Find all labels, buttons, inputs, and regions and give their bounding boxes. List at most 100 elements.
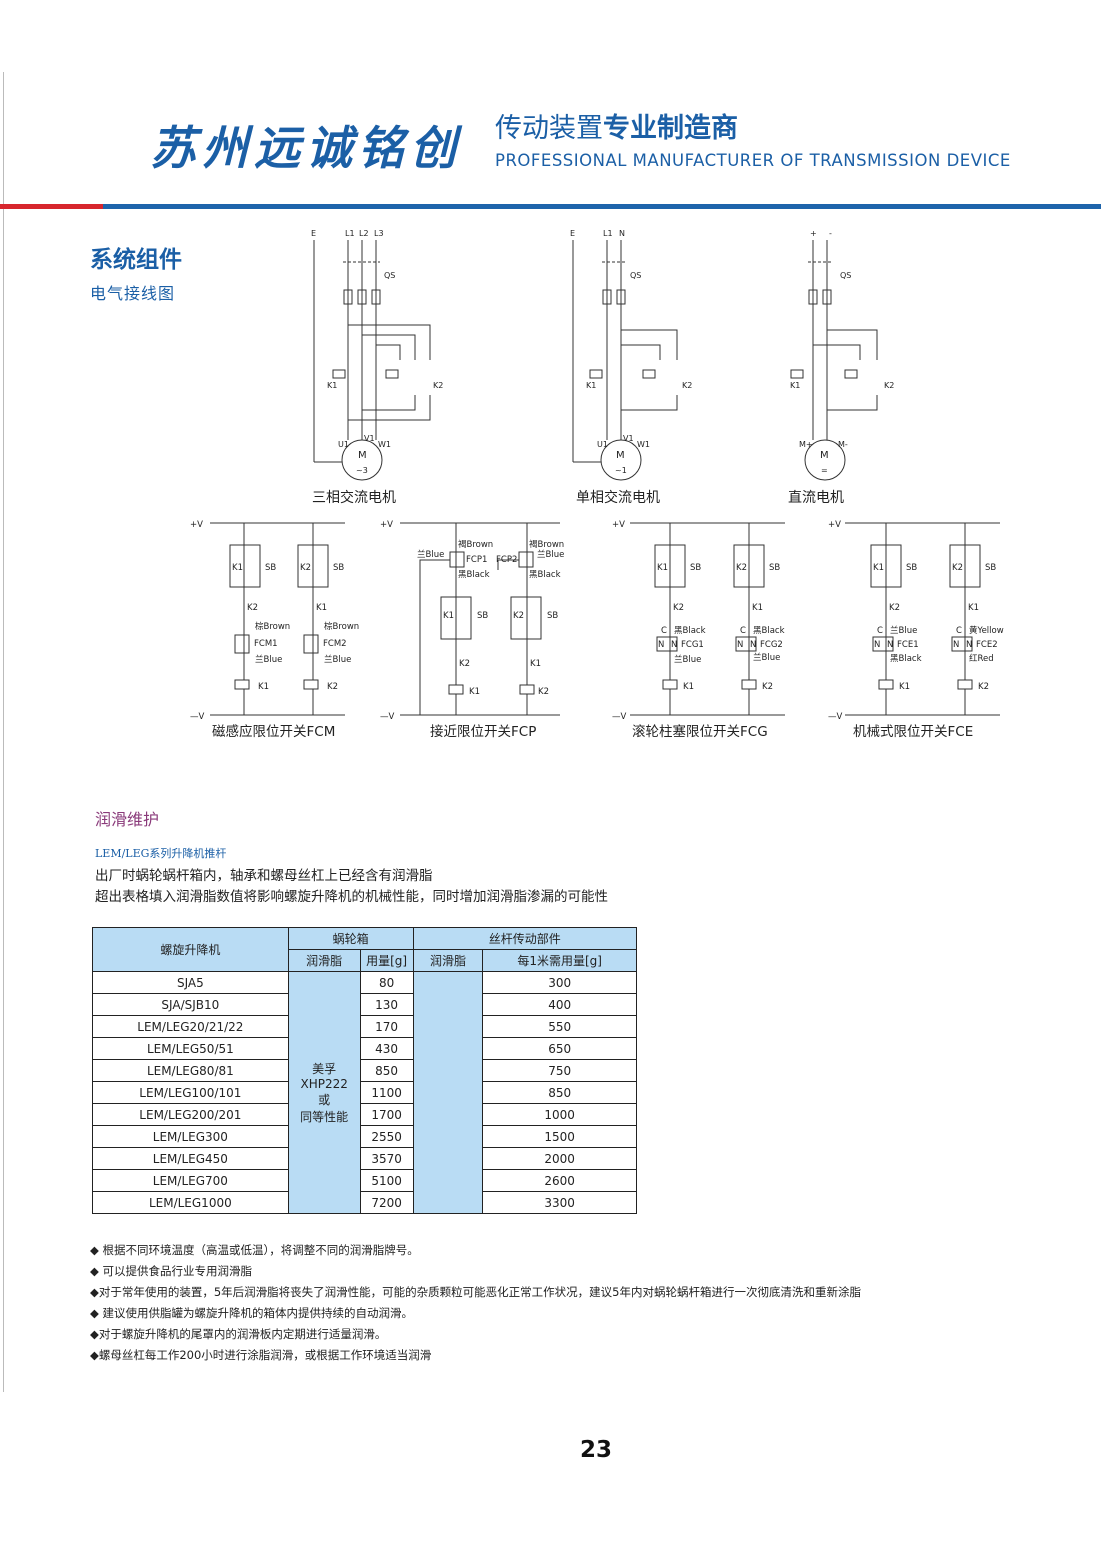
d3-relay-k1: K1 (790, 381, 800, 390)
note-4: ◆ 建议使用供脂罐为螺旋升降机的箱体内提供持续的自动润滑。 (90, 1306, 413, 1320)
motor-wiring-diagrams: E L1 L2 L3 QS K1 K2 U1 V1 W1 M ~3 E L1 N… (311, 229, 894, 506)
cell-per-meter: 650 (482, 1037, 637, 1060)
fcm-k1: K1 (232, 563, 243, 573)
d1-relay-k1: K1 (327, 381, 337, 390)
d1-supply-3: L3 (374, 229, 384, 238)
fcg-sb1: SB (690, 563, 701, 573)
fcg-k2: K2 (736, 563, 747, 573)
cell-qty: 5100 (359, 1169, 414, 1192)
caption-fcg: 滚轮柱塞限位开关FCG (632, 723, 768, 740)
cell-model: LEM/LEG450 (92, 1147, 289, 1170)
fcm-wire-bottom-2: 兰Blue (324, 654, 351, 665)
d3-terminal-mplus: M+ (799, 440, 813, 449)
fcg-no-1: N (658, 640, 664, 650)
section-subtitle: 电气接线图 (90, 284, 176, 303)
fcp-wire-side-1: 兰Blue (417, 549, 444, 560)
fcg-sensor-2: FCG2 (760, 640, 783, 650)
grease-line-1: 美孚 (312, 1062, 337, 1076)
d1-supply-2: L2 (359, 229, 369, 238)
d2-motor-top: M (616, 450, 625, 461)
fce-minus: —V (828, 712, 843, 722)
d3-motor-top: M (820, 450, 829, 461)
table-row: LEM/LEG20/21/22 170 550 (92, 1015, 637, 1038)
fcg-nc-2: N (750, 640, 756, 650)
cell-qty: 170 (359, 1015, 414, 1038)
cell-qty: 1700 (359, 1103, 414, 1126)
fcp-coil-k1: K1 (469, 687, 480, 697)
cell-per-meter: 550 (482, 1015, 637, 1038)
fcg-wire-top-2: 黑Black (753, 626, 785, 636)
fce-no-2: N (953, 640, 959, 650)
fce-interlock-k2: K2 (889, 603, 900, 613)
fcp-sb2: SB (547, 611, 558, 621)
cell-per-meter: 850 (482, 1081, 637, 1104)
slogan-bold: 专业制造商 (603, 113, 738, 144)
d2-terminal-u1: U1 (597, 440, 608, 449)
fce-coil-k1: K1 (899, 682, 910, 692)
fce-k2: K2 (952, 563, 963, 573)
slogan-english: PROFESSIONAL MANUFACTURER OF TRANSMISSIO… (495, 151, 1011, 170)
lubrication-line-2: 超出表格填入润滑脂数值将影响螺旋升降机的机械性能，同时增加润滑脂渗漏的可能性 (95, 889, 608, 905)
cell-model: SJA5 (92, 971, 289, 994)
d3-supply-1: - (829, 229, 832, 238)
d2-terminal-w1: W1 (637, 440, 650, 449)
fcp-coil-k2: K2 (538, 687, 549, 697)
fcg-wire-top-1: 黑Black (674, 626, 706, 636)
grease-line-4: 同等性能 (300, 1110, 349, 1124)
fcg-interlock-k1: K1 (752, 603, 763, 613)
fce-sensor-2: FCE2 (976, 640, 998, 650)
lubrication-title: 润滑维护 (95, 810, 160, 829)
cell-model: LEM/LEG50/51 (92, 1037, 289, 1060)
th-grease: 润滑脂 (287, 949, 361, 972)
fcm-coil-k2: K2 (327, 682, 338, 692)
fcp-interlock-k2: K2 (459, 659, 470, 669)
cell-qty: 2550 (359, 1125, 414, 1148)
fcp-interlock-k1: K1 (530, 659, 541, 669)
lubrication-subtitle: LEM/LEG系列升降机推杆 (95, 847, 227, 860)
cell-per-meter: 2600 (482, 1169, 637, 1192)
fcg-sb2: SB (769, 563, 780, 573)
fce-wire-2b: 红Red (969, 653, 994, 664)
cell-per-meter: 1000 (482, 1103, 637, 1126)
d1-terminal-u1: U1 (338, 440, 349, 449)
cell-model: LEM/LEG1000 (92, 1191, 289, 1214)
d2-supply-1: L1 (603, 229, 613, 238)
cell-screw-grease (412, 971, 484, 1214)
caption-three-phase: 三相交流电机 (312, 489, 396, 506)
fcm-k2: K2 (300, 563, 311, 573)
fce-nc-2: N (966, 640, 972, 650)
table-row: SJA5 美孚 XHP222 或 同等性能 80 300 (92, 971, 637, 1214)
cell-qty: 130 (359, 993, 414, 1016)
d2-relay-k2: K2 (682, 381, 692, 390)
cell-model: LEM/LEG20/21/22 (92, 1015, 289, 1038)
fce-no-1: N (874, 640, 880, 650)
caption-single-phase: 单相交流电机 (576, 489, 660, 506)
fcp-plus: +V (380, 520, 393, 530)
fcm-interlock-k2: K2 (247, 603, 258, 613)
page-margin-rule (3, 72, 4, 1392)
fcp-k1: K1 (443, 611, 454, 621)
fcm-sb2: SB (333, 563, 344, 573)
d1-supply-1: L1 (345, 229, 355, 238)
caption-fcm: 磁感应限位开关FCM (212, 723, 335, 740)
cell-per-meter: 400 (482, 993, 637, 1016)
fce-c-1: C (877, 626, 883, 636)
th-model: 螺旋升降机 (92, 927, 289, 972)
fcp-wire-bottom-2: 黑Black (529, 570, 561, 580)
d1-terminal-w1: W1 (378, 440, 391, 449)
note-1: ◆ 根据不同环境温度（高温或低温），将调整不同的润滑脂牌号。 (90, 1243, 419, 1257)
caption-fcp: 接近限位开关FCP (430, 723, 536, 740)
fcp-wire-top-2: 褐Brown (529, 539, 564, 550)
cell-model: LEM/LEG200/201 (92, 1103, 289, 1126)
fcm-wire-top-1: 棕Brown (255, 621, 290, 632)
d2-relay-k1: K1 (586, 381, 596, 390)
fcp-minus: —V (380, 712, 395, 722)
fcp-sb1: SB (477, 611, 488, 621)
cell-qty: 850 (359, 1059, 414, 1082)
d3-switch: QS (840, 271, 851, 280)
